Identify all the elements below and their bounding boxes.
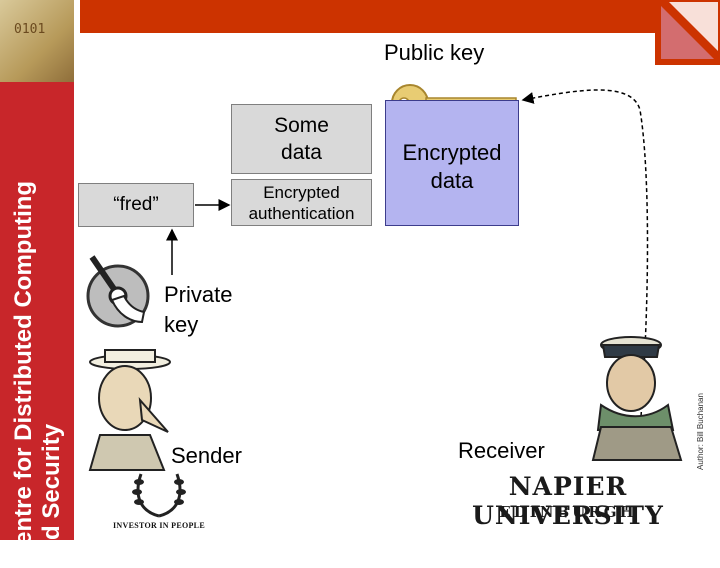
public-key-label: Public key <box>384 40 485 65</box>
napier-university-city: EDINBURGH <box>499 503 637 521</box>
sender-label: Sender <box>171 443 242 468</box>
encrypted-data-box: Encrypted data <box>385 100 519 226</box>
diagram-connectors <box>166 89 649 431</box>
encrypted-authentication-line1: Encrypted <box>263 182 340 202</box>
sidebar-title-initial: C <box>2 544 38 568</box>
receiver-to-public-key-arrow <box>521 89 649 431</box>
napier-university-name: NAPIER UNIVERSITY <box>472 472 664 530</box>
encrypted-data-line1: Encrypted <box>402 140 502 165</box>
encrypted-data-line2: data <box>430 168 474 193</box>
receiver-figure-icon <box>591 336 683 461</box>
private-key-line2: key <box>164 312 199 337</box>
private-key-label: Private key <box>164 280 232 340</box>
sidebar <box>0 0 74 540</box>
corner-decoration-icon <box>655 0 720 65</box>
receiver-label: Receiver <box>458 438 545 463</box>
some-data-line1: Some <box>274 114 329 137</box>
sender-figure-icon <box>88 349 171 471</box>
logo-binary-text: 0101 <box>14 22 46 37</box>
some-data-box: Some data <box>231 104 372 174</box>
investor-in-people-text: INVESTOR IN PEOPLE <box>113 521 205 530</box>
private-key-line1: Private <box>164 282 233 307</box>
encrypted-authentication-line2: authentication <box>248 203 355 223</box>
fred-box: “fred” <box>78 183 194 227</box>
top-bar <box>80 0 655 33</box>
private-key-icon <box>86 255 150 328</box>
some-data-line2: data <box>281 141 322 164</box>
investor-in-people-wreath-icon <box>132 473 186 518</box>
centre-logo: 0101 <box>0 0 74 82</box>
author-credit: Author: Bill Buchanan <box>696 393 705 470</box>
